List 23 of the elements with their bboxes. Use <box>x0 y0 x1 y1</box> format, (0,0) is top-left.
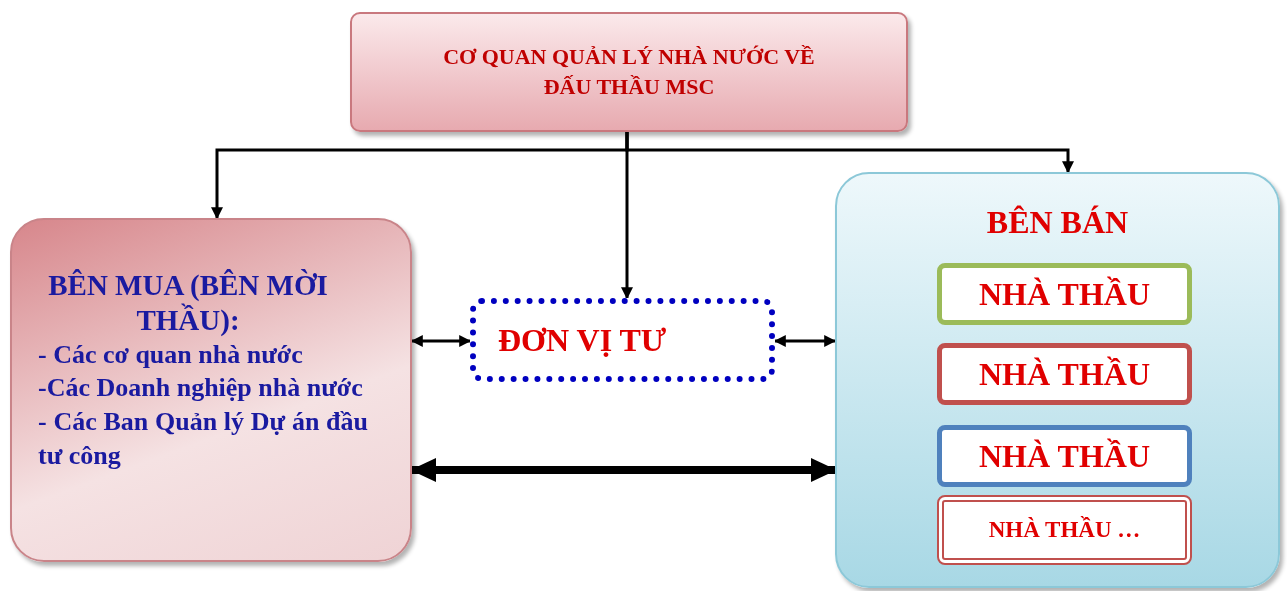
dotted-box <box>470 298 775 382</box>
node-label: NHÀ THẦU <box>979 437 1150 475</box>
list-item: - Các cơ quan nhà nước <box>38 338 304 371</box>
contractor-box <box>937 425 1192 487</box>
contractor-box <box>937 495 1192 565</box>
arrow <box>625 132 1074 174</box>
node-label: NHÀ THẦU <box>979 355 1150 393</box>
arrow <box>410 458 837 482</box>
node-label: NHÀ THẦU … <box>988 517 1141 543</box>
heading-text: BÊN MUA (BÊN MỜI THẦU): <box>47 268 329 338</box>
contractor-box <box>937 263 1192 325</box>
seller-panel <box>835 172 1280 588</box>
node-label: ĐƠN VỊ TƯ <box>498 321 667 359</box>
list-item: - Các Ban Quản lý Dự án đầu tư công <box>38 406 368 472</box>
agency-box <box>350 12 908 132</box>
heading-text: CƠ QUAN QUẢN LÝ NHÀ NƯỚC VỀ ĐẤU THẦU MSC <box>442 43 816 101</box>
node-label: NHÀ THẦU <box>979 275 1150 313</box>
heading-text: BÊN BÁN <box>985 204 1130 241</box>
contractor-box <box>937 343 1192 405</box>
arrow <box>773 335 837 347</box>
arrow <box>410 335 472 347</box>
list-item: -Các Doanh nghiệp nhà nước <box>38 372 364 405</box>
buyer-panel <box>10 218 412 562</box>
